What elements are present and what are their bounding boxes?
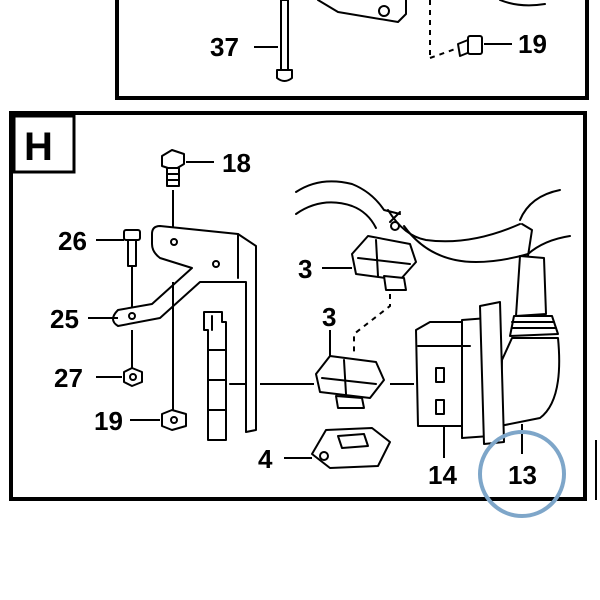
section-h-frame [9,111,587,501]
highlight-circle [478,430,566,518]
callout-3-top: 3 [298,254,312,284]
bracket-25-icon [112,225,257,433]
pipe-elbow-icon [499,255,561,427]
dashed-link [353,294,391,352]
callout-37: 37 [210,32,239,62]
bolt-19-upper-icon [457,35,483,57]
upper-panel: 37 19 [115,0,589,100]
upper-bracket-fragment [317,0,407,23]
section-letter: H [24,125,53,169]
nut-27-icon [123,367,143,387]
callout-18: 18 [222,148,251,178]
connector-base-4-icon [311,427,391,469]
section-h: H 18 26 25 [9,111,587,518]
callout-14: 14 [428,460,457,490]
callout-25: 25 [50,304,79,334]
bolt-37-icon [276,0,293,82]
bolt-26-icon [123,229,141,267]
upper-panel-frame [115,0,589,100]
callout-19-upper: 19 [518,29,547,59]
bolt-18-icon [161,149,185,187]
connector-housing-14-icon [415,301,505,445]
callout-27: 27 [54,363,83,393]
callout-13: 13 [508,460,537,490]
connector-plug-3-top-icon [351,211,417,291]
section-letter-box [12,114,76,174]
callout-4: 4 [258,444,273,474]
wire-harness [295,180,571,263]
connector-plug-3-mid-icon [315,355,385,409]
clip-rail-icon [203,311,247,441]
callout-3-mid: 3 [322,302,336,332]
callout-26: 26 [58,226,87,256]
callout-19-lower: 19 [94,406,123,436]
nut-19-icon [161,409,187,431]
